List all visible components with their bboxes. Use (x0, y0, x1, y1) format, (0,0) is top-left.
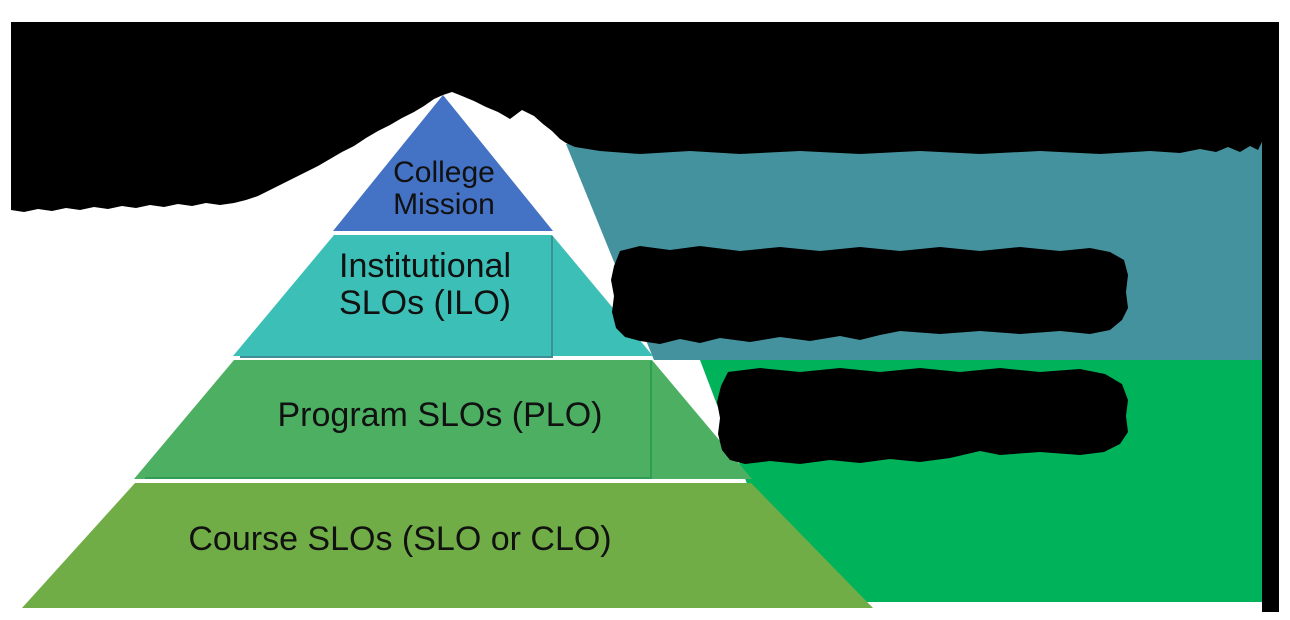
redaction-top-band (11, 22, 1279, 212)
redaction-right-edge (1262, 142, 1279, 612)
redactions (11, 22, 1279, 612)
tier-college-mission (333, 95, 553, 231)
pyramid (22, 95, 873, 608)
tier-course-slos (22, 483, 873, 608)
textbox-outline-ilo (240, 236, 553, 358)
textbox-outline-plo (145, 361, 652, 479)
tier-institutional-slos (233, 235, 653, 356)
redaction-teal-block (611, 246, 1128, 344)
textbox-outlines (145, 236, 652, 479)
redaction-green-block (717, 368, 1128, 464)
tier-program-slos (134, 360, 752, 479)
